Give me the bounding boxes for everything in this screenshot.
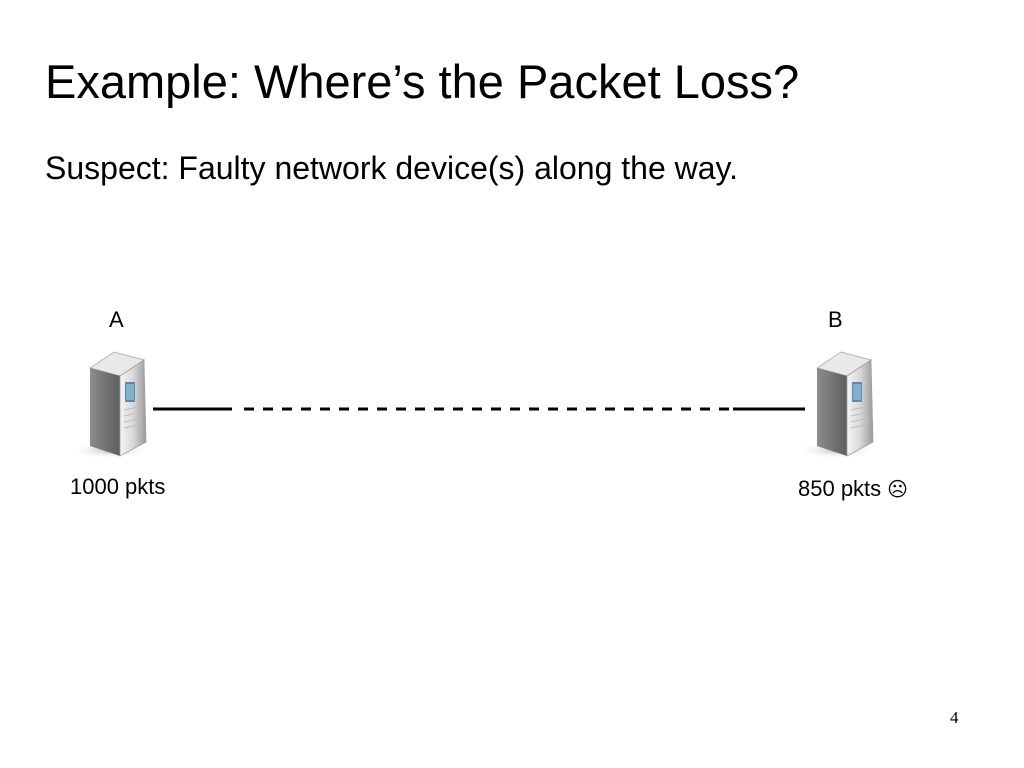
host-b-packet-count-text: 850 pkts	[798, 476, 882, 501]
host-b-label: B	[828, 307, 843, 332]
server-tower-icon	[797, 351, 877, 459]
frowning-face-icon: ☹	[887, 477, 909, 501]
server-tower-icon	[70, 351, 150, 459]
host-a-packet-count-text: 1000 pkts	[70, 474, 166, 499]
slide-title: Example: Where’s the Packet Loss?	[45, 55, 800, 108]
host-a-label: A	[109, 307, 124, 332]
page-number: 4	[950, 708, 959, 727]
host-a-packet-count: 1000 pkts	[70, 474, 165, 500]
slide-subtitle: Suspect: Faulty network device(s) along …	[45, 150, 739, 186]
host-b-packet-count: 850 pkts☹	[798, 476, 908, 502]
